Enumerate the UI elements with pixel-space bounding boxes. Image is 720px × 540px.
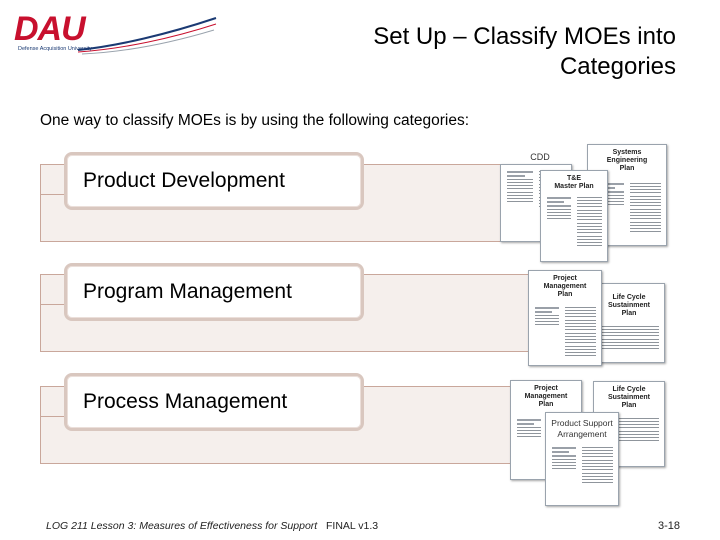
slide-title-line2: Categories <box>559 53 676 80</box>
slide-title-line1: Set Up – Classify MOEs into <box>373 23 676 50</box>
category-label: Product Development <box>83 169 285 192</box>
category-program-management: Program Management <box>64 263 364 321</box>
slide-title: Set Up – Classify MOEs into Categories <box>216 22 676 82</box>
dau-logo: DAU Defense Acquisition University <box>14 10 217 60</box>
band-fold <box>39 275 64 305</box>
cdd-label: CDD <box>525 152 555 163</box>
page-number: 3-18 <box>657 520 680 532</box>
footer-course: LOG 211 Lesson 3: Measures of Effectiven… <box>46 520 318 532</box>
footer-version: FINAL v1.3 <box>326 520 379 532</box>
category-product-development: Product Development <box>64 152 364 210</box>
band-fold <box>39 387 64 417</box>
category-label: Process Management <box>83 390 288 413</box>
logo-swoosh-icon <box>78 17 217 55</box>
category-process-management: Process Management <box>64 373 364 431</box>
band-fold <box>39 165 64 195</box>
intro-text: One way to classify MOEs is by using the… <box>40 112 470 129</box>
logo-wordmark: DAU <box>14 10 86 48</box>
logo-subtitle: Defense Acquisition University <box>18 46 92 52</box>
category-label: Program Management <box>83 280 292 303</box>
